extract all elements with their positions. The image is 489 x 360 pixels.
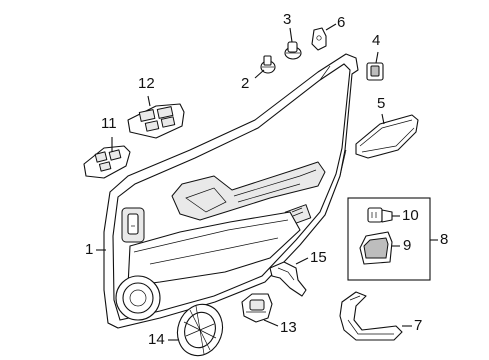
handle-part-13 <box>241 293 273 323</box>
callout-2: 2 <box>241 75 250 92</box>
callout-4: 4 <box>372 32 381 49</box>
callout-5: 5 <box>377 95 386 112</box>
callout-1: 1 <box>85 241 94 258</box>
callout-12: 12 <box>138 75 155 92</box>
mirror-switch-part-11 <box>83 145 131 179</box>
callout-3: 3 <box>283 11 292 28</box>
leader-lines <box>96 23 438 341</box>
callout-8: 8 <box>440 231 449 248</box>
callout-14: 14 <box>148 331 165 348</box>
clip-part-3 <box>284 41 302 60</box>
window-switch-part-12 <box>127 103 185 139</box>
small-switch-part-4 <box>366 62 384 81</box>
callout-9: 9 <box>403 237 412 254</box>
speaker-grille-part-14 <box>176 303 224 357</box>
callout-15: 15 <box>310 249 327 266</box>
door-trim-panel <box>103 53 359 329</box>
callout-10: 10 <box>402 207 419 224</box>
pull-handle-part-7 <box>339 291 403 341</box>
bracket-part-6 <box>311 27 327 51</box>
bulb-part-10 <box>367 207 393 223</box>
armrest-pad-part-5 <box>355 114 419 159</box>
parts-8-box <box>347 197 431 281</box>
bracket-part-15 <box>269 261 307 297</box>
callout-11: 11 <box>101 115 117 132</box>
callout-7: 7 <box>414 317 423 334</box>
callout-6: 6 <box>337 14 346 31</box>
clip-part-2 <box>260 55 276 74</box>
lamp-lens-part-9 <box>359 231 393 265</box>
callout-13: 13 <box>280 319 297 336</box>
